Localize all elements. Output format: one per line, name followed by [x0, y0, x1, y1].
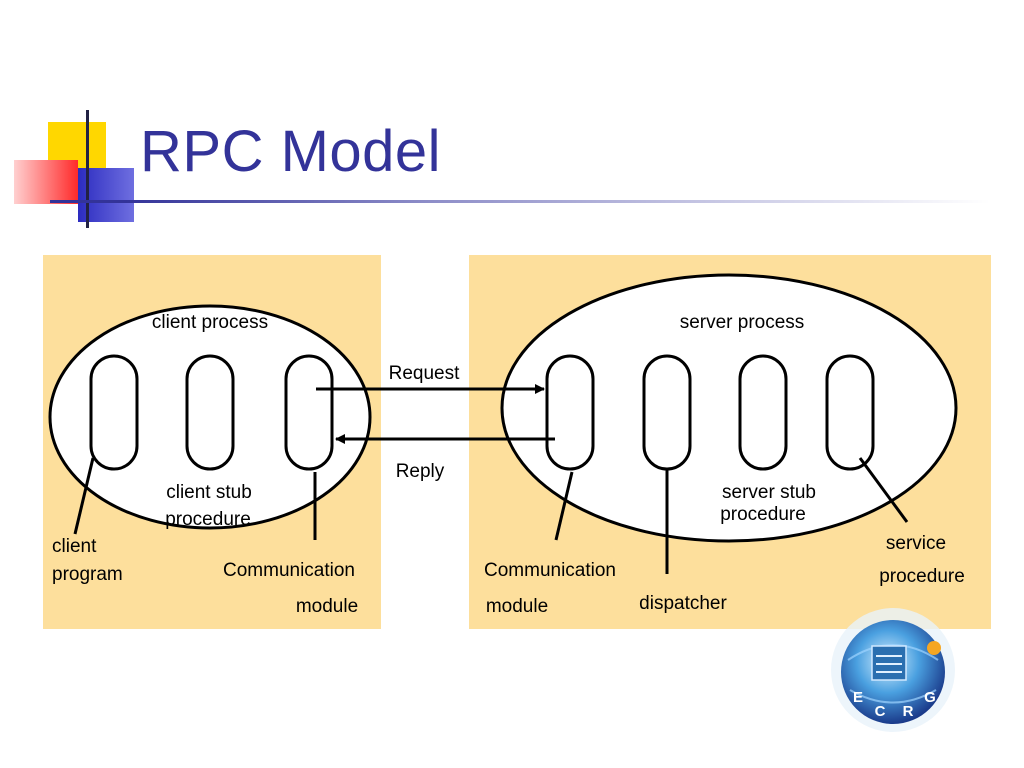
service-label-2: procedure — [879, 566, 965, 587]
ecrg-globe-logo: E C R G — [831, 608, 955, 732]
client-process-label: client process — [152, 312, 268, 333]
client-stub-capsule — [185, 354, 235, 471]
client-program-capsule — [89, 354, 139, 471]
logo-letter-g: G — [924, 689, 936, 706]
client-stub-label-1: client stub — [166, 482, 252, 503]
client-program-pointer — [73, 457, 95, 535]
deco-red-square — [14, 160, 78, 204]
logo-letter-e: E — [853, 689, 863, 706]
client-comm-label-2: module — [296, 596, 358, 617]
service-capsule — [825, 354, 875, 471]
server-stub-label-2: procedure — [720, 504, 806, 525]
service-pointer — [858, 457, 909, 523]
server-process-ellipse — [500, 273, 958, 543]
title-underline — [50, 200, 990, 203]
logo-letter-c: C — [875, 703, 886, 720]
client-program-label-2: program — [52, 564, 123, 585]
request-label: Request — [389, 363, 460, 384]
service-label-1: service — [886, 533, 946, 554]
deco-vertical-line — [86, 110, 89, 228]
server-stub-label-1: server stub — [722, 482, 816, 503]
server-comm-label-1: Communication — [484, 560, 616, 581]
dispatcher-label: dispatcher — [639, 593, 727, 614]
logo-letter-r: R — [903, 703, 914, 720]
server-comm-pointer — [554, 471, 574, 541]
server-comm-label-2: module — [486, 596, 548, 617]
reply-label: Reply — [396, 461, 445, 482]
client-comm-capsule — [284, 354, 334, 471]
server-process-label: server process — [680, 312, 805, 333]
dispatcher-capsule — [642, 354, 692, 471]
client-stub-label-2: procedure — [165, 509, 251, 530]
client-comm-label-1: Communication — [223, 560, 355, 581]
server-comm-capsule — [545, 354, 595, 471]
server-stub-capsule — [738, 354, 788, 471]
slide-title: RPC Model — [140, 119, 442, 184]
client-program-label-1: client — [52, 536, 97, 557]
